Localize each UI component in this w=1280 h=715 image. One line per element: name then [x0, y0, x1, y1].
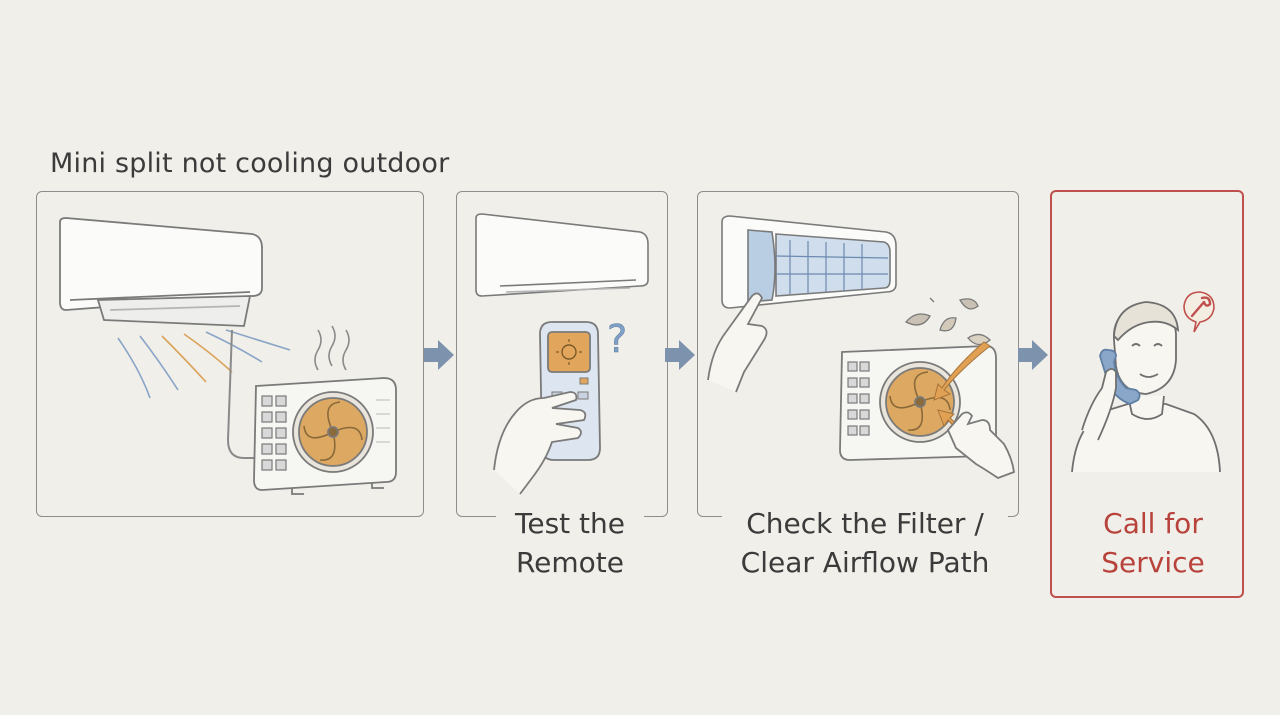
- step-label-line1: Check the Filter /: [746, 507, 984, 540]
- phone-icon: [1099, 348, 1141, 405]
- step-label-line1: Call for: [1103, 507, 1203, 540]
- person-icon: [1071, 301, 1221, 473]
- arrow-icon: [424, 340, 1048, 370]
- wrench-bubble-icon: [1183, 291, 1215, 333]
- filter-unit-icon: [721, 215, 897, 309]
- step-label-line1: Test the: [515, 507, 625, 540]
- arm-hand-icon: [1081, 368, 1117, 441]
- panel-problem: [36, 191, 424, 517]
- heat-waves: [314, 325, 350, 371]
- step-label-call-service: Call for Service: [1070, 504, 1236, 582]
- step-label-check-filter: Check the Filter / Clear Airflow Path: [722, 504, 1008, 582]
- hand-icon: [493, 391, 587, 495]
- airflow-lines: [117, 329, 291, 399]
- indoor-ac-unit-icon: [59, 217, 263, 327]
- panel-call-service: [1050, 190, 1244, 598]
- outdoor-condenser-icon: [253, 377, 397, 495]
- cleaning-hand-icon: [946, 411, 1015, 480]
- indoor-ac-unit-small-icon: [475, 213, 649, 297]
- step-label-test-remote: Test the Remote: [496, 504, 644, 582]
- step-label-line2: Service: [1101, 546, 1205, 579]
- step-label-line2: Remote: [515, 546, 625, 579]
- question-mark-icon: ?: [607, 317, 627, 361]
- diagram-title: Mini split not cooling outdoor: [50, 148, 450, 179]
- pointing-hand-icon: [707, 292, 768, 393]
- step-label-line2: Clear Airflow Path: [740, 546, 990, 579]
